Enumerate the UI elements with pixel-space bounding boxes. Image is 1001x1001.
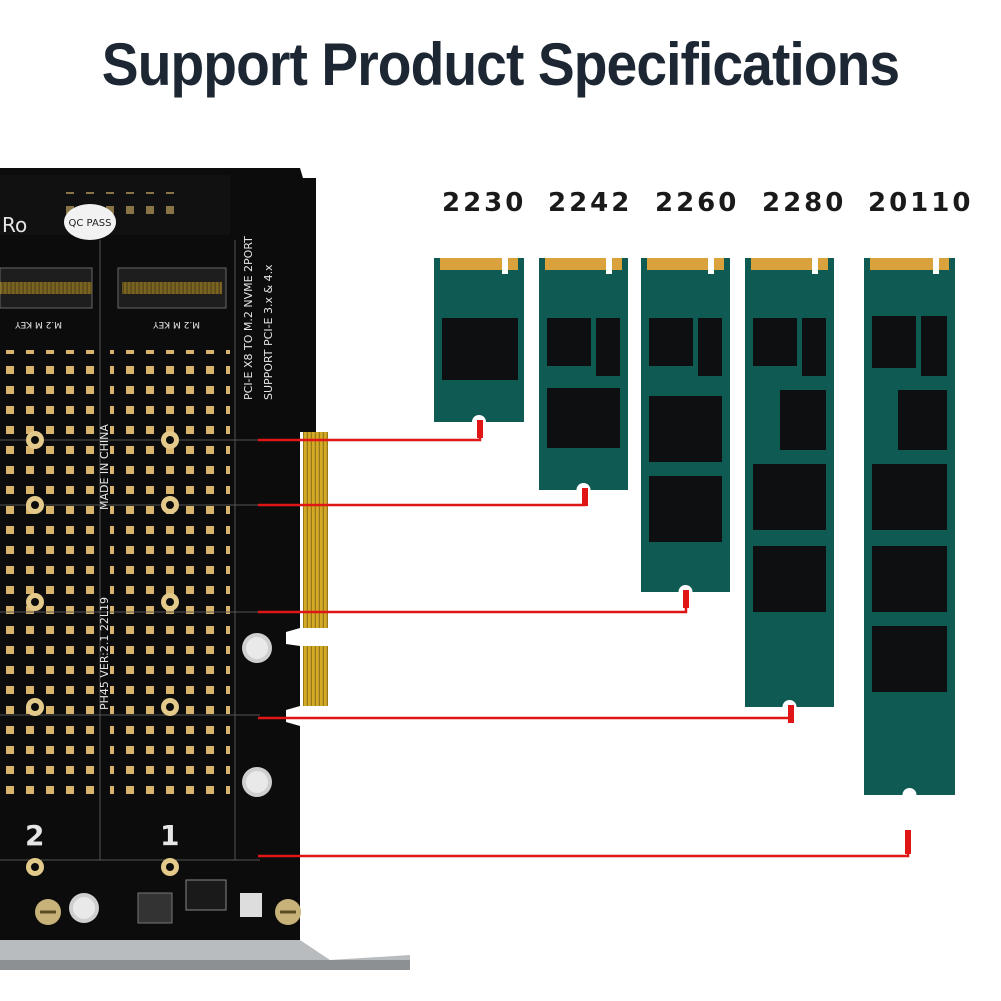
size-label-2242: 2242 <box>548 188 633 218</box>
model-text: PH45 VER:2.1 22L19 <box>98 597 111 710</box>
qc-pass-label: QC PASS <box>69 218 112 229</box>
pcie-gold-fingers <box>303 432 328 628</box>
connector-marker <box>477 420 483 438</box>
ssd-module-2260 <box>641 258 730 599</box>
qc-pass-sticker <box>64 204 116 240</box>
capacitor <box>69 633 272 923</box>
ssd-key-notch <box>502 258 508 274</box>
ssd-chip <box>698 318 722 376</box>
pcie-adapter-board: QC PASS Ro PCI-E X8 TO M.2 NVME 2PORT SU… <box>0 168 328 940</box>
size-label-2260: 2260 <box>655 188 740 218</box>
brand-text: Ro <box>2 213 27 237</box>
ssd-module-2280 <box>745 258 834 714</box>
slot-label-2: M.2 M KEY <box>15 319 62 329</box>
ssd-contacts <box>440 258 518 270</box>
ssd-chip <box>649 476 722 542</box>
connector-line-2280 <box>258 709 793 720</box>
connector-marker <box>683 590 689 608</box>
power-connector <box>240 893 262 917</box>
ssd-chip <box>649 396 722 462</box>
screw <box>35 899 301 925</box>
ssd-key-notch <box>933 258 939 274</box>
ssd-key-notch <box>708 258 714 274</box>
ssd-chip <box>872 464 947 530</box>
ssd-contacts <box>545 258 622 270</box>
made-in-text: MADE IN CHINA <box>98 424 111 510</box>
ssd-contacts <box>751 258 828 270</box>
ssd-chip <box>442 318 518 380</box>
ssd-chip <box>753 318 797 366</box>
ssd-contacts <box>870 258 949 270</box>
ssd-chip <box>649 318 693 366</box>
connector-marker <box>905 830 911 854</box>
pcie-gold-fingers-short <box>303 646 328 706</box>
pcb-spec-text-1: PCI-E X8 TO M.2 NVME 2PORT <box>242 236 255 400</box>
connector-marker <box>788 705 794 723</box>
ssd-chip <box>780 390 826 450</box>
controller-chip <box>185 879 227 911</box>
ssd-chip <box>872 546 947 612</box>
size-label-20110: 20110 <box>868 188 974 218</box>
port-number-1: 1 <box>160 819 179 852</box>
size-label-2230: 2230 <box>442 188 527 218</box>
ssd-key-notch <box>812 258 818 274</box>
page-title: Support Product Specifications <box>101 31 900 98</box>
size-label-2280: 2280 <box>762 188 847 218</box>
connector-line-20110 <box>258 830 910 858</box>
ssd-chip <box>753 464 826 530</box>
ssd-chip <box>872 316 916 368</box>
inductor <box>137 892 173 924</box>
pcb-spec-text-2: SUPPORT PCI-E 3.x & 4.x <box>262 264 275 400</box>
ssd-module-20110 <box>864 258 955 802</box>
ssd-module-2242 <box>539 258 628 497</box>
ssd-chip <box>802 318 826 376</box>
ssd-chip <box>596 318 620 376</box>
ssd-chip <box>547 318 591 366</box>
mounting-bracket <box>0 940 410 970</box>
ssd-key-notch <box>606 258 612 274</box>
ssd-chip <box>898 390 947 450</box>
slot-label-1: M.2 M KEY <box>153 319 200 329</box>
ssd-chip <box>921 316 947 376</box>
ssd-chip <box>753 546 826 612</box>
ssd-chip <box>547 388 620 448</box>
ssd-contacts <box>647 258 724 270</box>
ssd-module-2230 <box>434 258 524 429</box>
ssd-chip <box>872 626 947 692</box>
ssd-mount-notch <box>902 788 917 802</box>
connector-marker <box>582 488 588 506</box>
port-number-2: 2 <box>25 819 44 852</box>
